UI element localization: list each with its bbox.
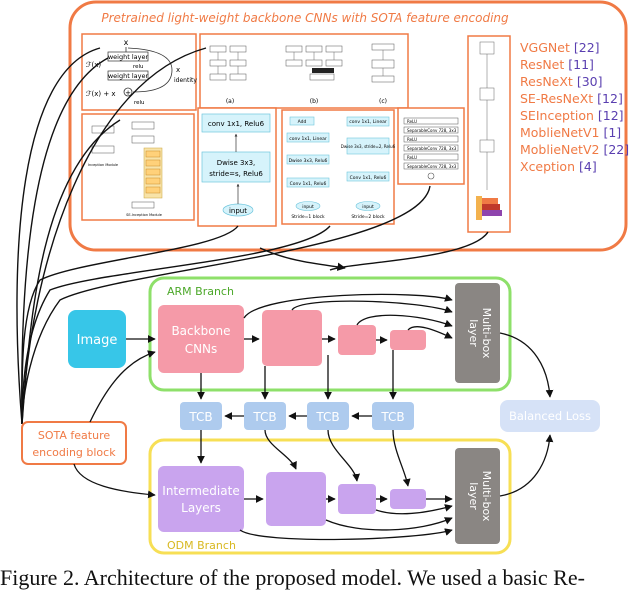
res-fx: ℱ(x) (86, 61, 101, 69)
mnv2-s2-conv-linear: conv 1x1, Linear (349, 119, 387, 125)
intermediate-layers-box (158, 466, 244, 532)
backbone-list: VGGNet [22] ResNet [11] ResNeXt [30] SE-… (520, 40, 629, 174)
backbone-8: Xception [4] (520, 159, 597, 174)
xception-row-3: ReLU (407, 137, 417, 142)
tcb-label-1: TCB (188, 410, 212, 424)
res-identity: identity (174, 77, 197, 84)
top-panel-title: Pretrained light-weight backbone CNNs wi… (101, 11, 509, 25)
tcb-label-4: TCB (380, 410, 404, 424)
res-fx-plus-x: ℱ(x) + x (86, 90, 116, 98)
se-inception-module-label: SE-Inception Module (126, 213, 162, 217)
res-relu-out: relu (134, 100, 145, 106)
tcb-block-3 (307, 402, 349, 430)
sota-line2: encoding block (32, 446, 116, 459)
xception-row-6: SeparableConv 728, 3x3 (407, 164, 457, 169)
mnv2-s2-input: input (362, 204, 374, 210)
mnv2-s1-conv-relu: Conv 1x1, Relu6 (290, 181, 327, 187)
res-weight-layer-1: weight layer (108, 53, 149, 61)
mobilenet-v2-figure: Add conv 1x1, Linear Dwise 3x3, Relu6 Co… (281, 109, 396, 225)
backbone-4: SE-ResNeXt [12] (520, 91, 623, 106)
odm-multibox-label: Multi-boxlayer (467, 471, 493, 522)
mnv2-s1-dwise: Dwise 3x3, Relu6 (289, 158, 328, 164)
odm-branch-title: ODM Branch (167, 539, 236, 552)
tcb-label-2: TCB (252, 410, 276, 424)
resnext-label-c: (c) (379, 98, 387, 105)
backbone-7: MoblieNetV2 [22] (520, 142, 629, 157)
backbone-3: ResNeXt [30] (520, 74, 603, 89)
backbone-2: ResNet [11] (520, 57, 594, 72)
xception-row-4: SeparableConv 728, 3x3 (407, 146, 457, 151)
arm-feature-map-1 (262, 310, 322, 366)
backbone-cnns-line2: CNNs (185, 342, 218, 356)
odm-feature-map-2 (338, 484, 376, 514)
tcb-block-4 (372, 402, 414, 430)
tcb-block-1 (180, 402, 222, 430)
odm-multibox-layer (455, 448, 500, 544)
image-box (68, 310, 126, 368)
inception-module-label: Inception Module (88, 163, 118, 167)
odm-feature-map-3 (390, 489, 426, 509)
backbone-6: MoblieNetV1 [1] (520, 125, 621, 140)
backbone-cnns-box (158, 305, 244, 373)
vgg-network-figure (467, 35, 511, 233)
intermediate-line1: Intermediate (162, 484, 239, 498)
mnv2-s1-conv-linear: conv 1x1, Linear (289, 136, 327, 142)
arm-branch-title: ARM Branch (167, 285, 234, 298)
balanced-loss-box (500, 400, 600, 432)
odm-feature-map-1 (266, 472, 326, 526)
xception-row-1: ReLU (407, 119, 417, 124)
mnv1-dwise-line1: Dwise 3x3, (217, 159, 256, 167)
arm-multibox-label: Multi-boxlayer (467, 308, 493, 359)
intermediate-line2: Layers (181, 501, 221, 515)
mnv1-conv1x1: conv 1x1, Relu6 (208, 120, 265, 128)
backbone-5: SEInception [12] (520, 108, 624, 123)
resnext-label-b: (b) (310, 98, 319, 105)
encoding-connector-curves (16, 47, 489, 425)
xception-row-5: ReLU (407, 155, 417, 160)
balanced-loss-label: Balanced Loss (509, 409, 591, 423)
res-x-top: x (124, 38, 129, 47)
arm-multibox-layer (455, 283, 500, 383)
resnext-label-a: (a) (226, 98, 234, 105)
res-identity-x: x (176, 66, 180, 74)
mnv2-s2-conv-relu: Conv 1x1, Relu6 (350, 175, 387, 181)
mnv2-s1-add: Add (298, 119, 307, 125)
xception-row-2: SeparableConv 728, 3x3 (407, 128, 457, 133)
flow-arrows (73, 293, 554, 541)
tcb-block-2 (244, 402, 286, 430)
mnv2-s2-caption: Stride=2 block (351, 214, 385, 220)
mnv2-s1-caption: Stride=1 block (291, 214, 325, 220)
resnet-block-figure: x weight layer relu weight layer ℱ(x) ℱ(… (81, 33, 197, 111)
arm-feature-map-3 (390, 330, 426, 350)
sota-line1: SOTA feature (38, 429, 110, 442)
mnv1-input: input (229, 207, 247, 215)
res-relu-mid: relu (133, 64, 144, 70)
architecture-diagram: Pretrained light-weight backbone CNNs wi… (16, 0, 629, 555)
res-weight-layer-2: weight layer (108, 72, 149, 80)
svg-text:+: + (125, 89, 131, 97)
resnext-figure: (a) (b) (c) (199, 33, 409, 109)
backbone-cnns-line1: Backbone (171, 324, 230, 338)
mnv2-s1-input: input (302, 204, 314, 210)
figure-caption: Figure 2. Architecture of the proposed m… (0, 565, 585, 590)
mnv1-dwise-line2: stride=s, Relu6 (209, 170, 263, 178)
image-label: Image (77, 333, 118, 348)
mobilenet-v1-figure: conv 1x1, Relu6 Dwise 3x3, stride=s, Rel… (197, 107, 277, 227)
arm-feature-map-2 (338, 325, 376, 355)
tcb-label-3: TCB (315, 410, 339, 424)
backbone-1: VGGNet [22] (520, 40, 600, 55)
mnv2-s2-dwise: Dwise 3x3, stride=2, Relu6 (341, 144, 396, 149)
inception-figure: Inception Module SE-Inception Module (81, 113, 195, 221)
xception-figure: ReLU SeparableConv 728, 3x3 ReLU Separab… (397, 107, 465, 185)
